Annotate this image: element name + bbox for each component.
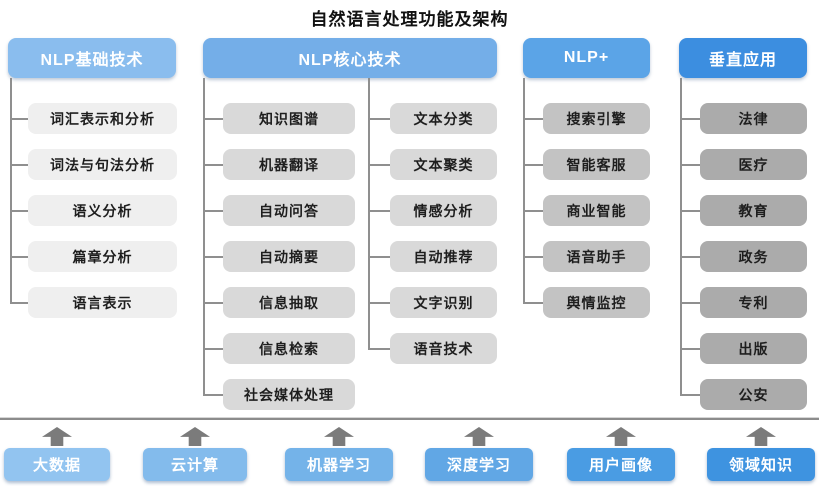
connector-line (523, 117, 543, 120)
connector-line (368, 117, 390, 120)
tech-item: 情感分析 (390, 195, 497, 226)
connector-line (203, 209, 223, 212)
up-arrow-icon (180, 427, 210, 446)
connector-line (203, 117, 223, 120)
connector-line (680, 78, 682, 395)
connector-line (203, 78, 205, 395)
connector-line (680, 301, 700, 304)
connector-line (368, 301, 390, 304)
tech-item: 自动问答 (223, 195, 355, 226)
foundation-item: 机器学习 (285, 448, 393, 481)
up-arrow-icon (42, 427, 72, 446)
connector-line (368, 78, 370, 349)
connector-line (680, 163, 700, 166)
up-arrow-icon (746, 427, 776, 446)
tech-item: 社会媒体处理 (223, 379, 355, 410)
column-header-vertical-apps: 垂直应用 (679, 38, 807, 78)
connector-line (368, 255, 390, 258)
diagram-title: 自然语言处理功能及架构 (310, 10, 509, 29)
tech-item: 语音技术 (390, 333, 497, 364)
tech-item: 智能客服 (543, 149, 650, 180)
connector-line (680, 209, 700, 212)
tech-item: 信息检索 (223, 333, 355, 364)
connector-line (10, 78, 12, 303)
connector-line (203, 347, 223, 350)
column-header-nlp-basic: NLP基础技术 (8, 38, 176, 78)
tech-item: 知识图谱 (223, 103, 355, 134)
foundation-item: 用户画像 (567, 448, 675, 481)
tech-item: 教育 (700, 195, 807, 226)
tech-item: 语义分析 (28, 195, 177, 226)
tech-item: 信息抽取 (223, 287, 355, 318)
tech-item: 自动摘要 (223, 241, 355, 272)
connector-line (523, 78, 525, 303)
up-arrow-icon (606, 427, 636, 446)
column-header-nlp-core: NLP核心技术 (203, 38, 497, 78)
connector-line (368, 347, 390, 350)
connector-line (10, 301, 28, 304)
connector-line (680, 117, 700, 120)
connector-line (523, 255, 543, 258)
tech-item: 文本分类 (390, 103, 497, 134)
foundation-item: 大数据 (4, 448, 110, 481)
tech-item: 词汇表示和分析 (28, 103, 177, 134)
tech-item: 医疗 (700, 149, 807, 180)
separator-line (0, 417, 819, 420)
foundation-item: 深度学习 (425, 448, 533, 481)
connector-line (203, 301, 223, 304)
tech-item: 文字识别 (390, 287, 497, 318)
tech-item: 商业智能 (543, 195, 650, 226)
connector-line (523, 163, 543, 166)
connector-line (10, 209, 28, 212)
tech-item: 搜索引擎 (543, 103, 650, 134)
connector-line (680, 347, 700, 350)
tech-item: 词法与句法分析 (28, 149, 177, 180)
up-arrow-icon (324, 427, 354, 446)
foundation-item: 领域知识 (707, 448, 815, 481)
connector-line (680, 393, 700, 396)
tech-item: 出版 (700, 333, 807, 364)
connector-line (10, 163, 28, 166)
tech-item: 语音助手 (543, 241, 650, 272)
tech-item: 政务 (700, 241, 807, 272)
column-header-nlp-plus: NLP+ (523, 38, 650, 78)
tech-item: 公安 (700, 379, 807, 410)
connector-line (203, 393, 223, 396)
tech-item: 文本聚类 (390, 149, 497, 180)
tech-item: 专利 (700, 287, 807, 318)
connector-line (368, 209, 390, 212)
connector-line (10, 255, 28, 258)
tech-item: 机器翻译 (223, 149, 355, 180)
tech-item: 法律 (700, 103, 807, 134)
tech-item: 自动推荐 (390, 241, 497, 272)
connector-line (203, 255, 223, 258)
tech-item: 篇章分析 (28, 241, 177, 272)
connector-line (368, 163, 390, 166)
up-arrow-icon (464, 427, 494, 446)
connector-line (680, 255, 700, 258)
connector-line (523, 301, 543, 304)
foundation-item: 云计算 (143, 448, 247, 481)
connector-line (523, 209, 543, 212)
tech-item: 舆情监控 (543, 287, 650, 318)
tech-item: 语言表示 (28, 287, 177, 318)
connector-line (203, 163, 223, 166)
connector-line (10, 117, 28, 120)
